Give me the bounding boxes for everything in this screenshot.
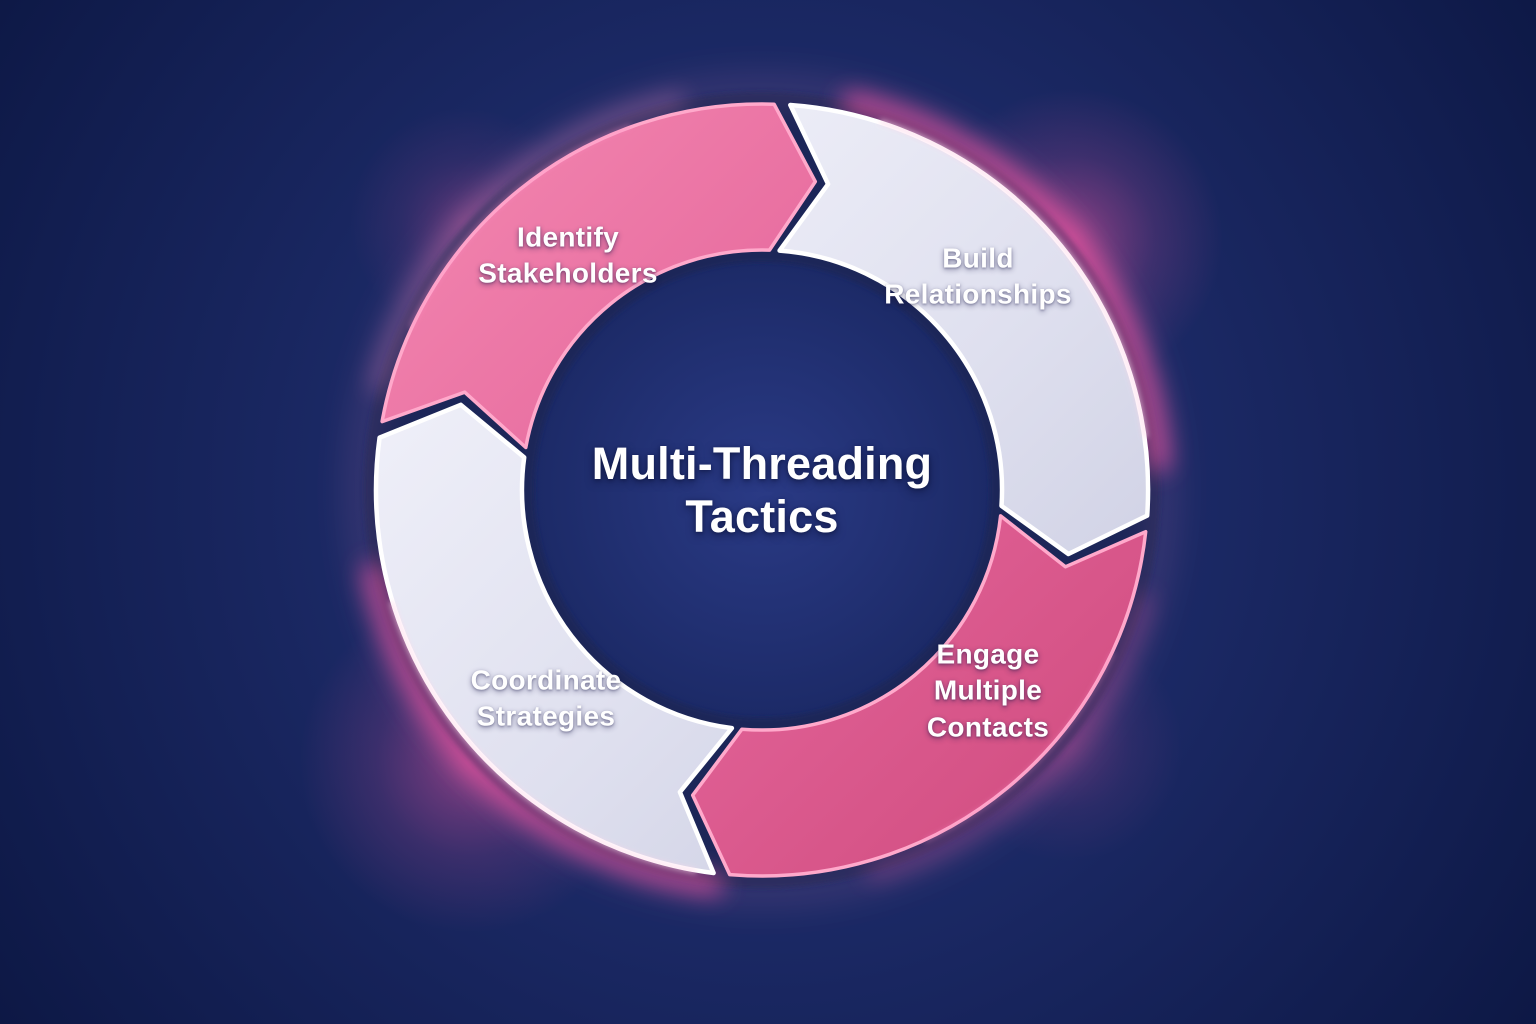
- label-line: Engage: [936, 638, 1040, 670]
- label-line: Identify: [517, 221, 619, 253]
- title-line: Multi-Threading: [591, 437, 933, 489]
- segment-label-coordinate-strategies: Coordinate Strategies: [471, 663, 622, 736]
- segment-label-build-relationships: Build Relationships: [884, 241, 1072, 314]
- diagram-title: Multi-Threading Tactics: [592, 437, 932, 543]
- label-line: Strategies: [476, 701, 616, 732]
- label-line: Contacts: [926, 711, 1050, 743]
- label-line: Stakeholders: [478, 258, 658, 289]
- label-line: Coordinate: [470, 664, 622, 696]
- glow-arc: [371, 94, 686, 393]
- glow-arc: [362, 562, 724, 895]
- title-line: Tactics: [685, 491, 839, 542]
- glow-arc: [865, 593, 1151, 879]
- label-line: Multiple: [933, 674, 1043, 706]
- inner-circle: [532, 260, 992, 720]
- rim-highlight: [390, 601, 697, 873]
- label-line: Build: [942, 242, 1014, 274]
- rim-highlight: [879, 120, 1147, 438]
- glow-arc: [841, 92, 1169, 473]
- rim-highlight: [924, 652, 1115, 843]
- rim-highlight: [409, 124, 632, 328]
- label-line: Relationships: [884, 279, 1072, 310]
- segment-label-identify-stakeholders: Identify Stakeholders: [478, 220, 657, 293]
- segment-label-engage-multiple-contacts: Engage Multiple Contacts: [927, 636, 1049, 745]
- ring-glow: [345, 73, 1179, 907]
